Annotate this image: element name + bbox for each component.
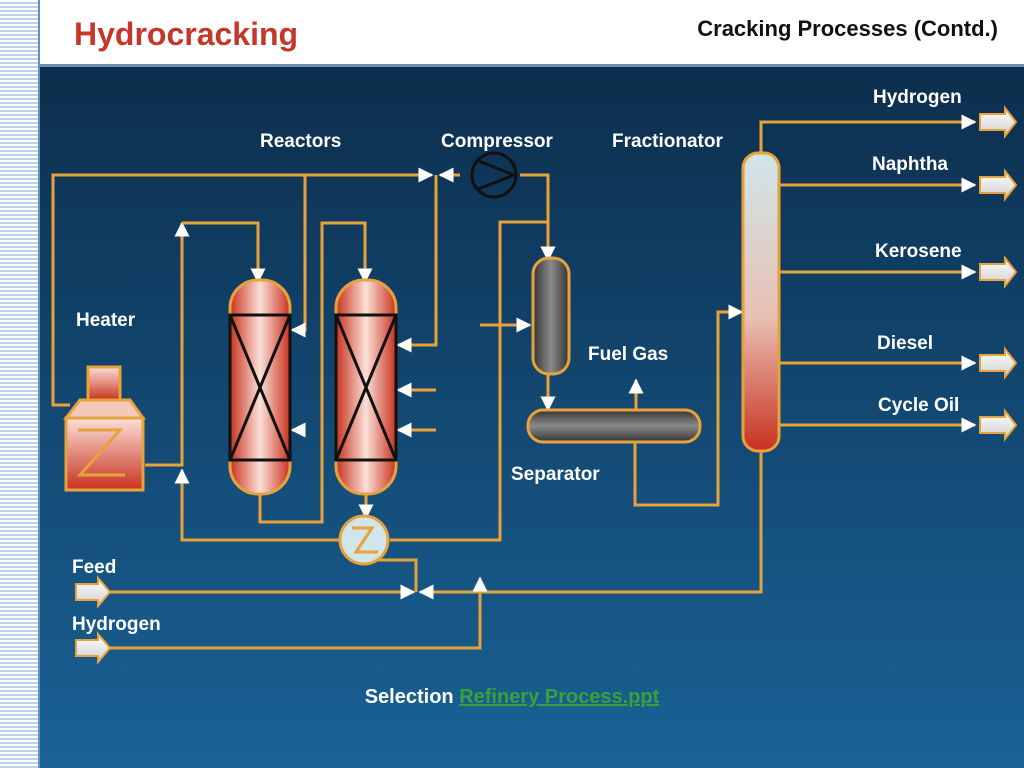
knockout-drum <box>531 256 571 376</box>
fuel-gas-label: Fuel Gas <box>588 344 669 365</box>
refinery-process-link[interactable]: Refinery Process.ppt <box>459 686 660 708</box>
product-label-kerosene: Kerosene <box>875 241 962 262</box>
fractionator-label: Fractionator <box>612 131 723 152</box>
hydrogen-in-label: Hydrogen <box>72 614 161 635</box>
reactors-label: Reactors <box>260 131 342 152</box>
compressor-icon <box>470 151 518 199</box>
feed-label: Feed <box>72 557 117 578</box>
inlet-arrows <box>75 575 112 665</box>
left-divider <box>38 0 40 768</box>
footer: Selection Refinery Process.ppt <box>0 686 1024 709</box>
compressor-label: Compressor <box>441 131 553 152</box>
cycle-oil-out-arrow <box>979 408 1018 442</box>
feed-in-arrow <box>75 575 112 609</box>
slide-subtitle: Cracking Processes (Contd.) <box>697 16 998 41</box>
process-pipes <box>51 114 977 650</box>
reactor-1 <box>228 278 292 496</box>
heater-label: Heater <box>76 310 136 331</box>
product-arrows <box>979 105 1018 442</box>
product-label-hydrogen: Hydrogen <box>873 87 962 108</box>
product-label-diesel: Diesel <box>877 333 933 354</box>
kerosene-out-arrow <box>979 255 1018 289</box>
fractionator-column <box>741 151 781 453</box>
product-label-cycle-oil: Cycle Oil <box>878 395 960 416</box>
diesel-out-arrow <box>979 346 1018 380</box>
heat-exchanger-icon <box>338 514 390 566</box>
footer-prefix: Selection <box>364 686 460 708</box>
hydrogen-out-arrow <box>979 105 1018 139</box>
naphtha-out-arrow <box>979 168 1018 202</box>
heater <box>62 365 146 492</box>
hydrogen-in-arrow <box>75 631 112 665</box>
separator-vessel <box>526 408 702 444</box>
product-label-naphtha: Naphtha <box>872 154 948 175</box>
header-divider <box>40 64 1024 67</box>
separator-label: Separator <box>511 464 600 485</box>
slide-title: Hydrocracking <box>74 16 299 52</box>
reactor-2 <box>334 278 398 496</box>
header-bar <box>40 0 1024 64</box>
